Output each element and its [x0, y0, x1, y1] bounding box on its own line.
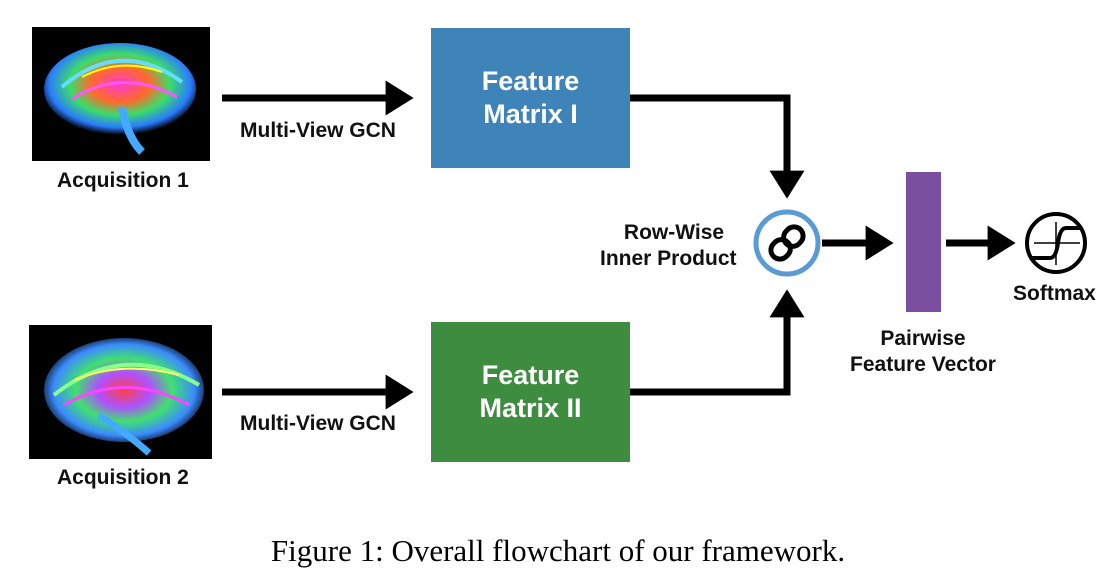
feature-matrix-2-line2: Matrix II: [479, 393, 582, 423]
brain-image-acquisition-1: [32, 27, 210, 161]
inner-product-label-line2: Inner Product: [600, 247, 737, 270]
arrow-fm2-to-product: [630, 289, 805, 396]
pairwise-label-line2: Feature Vector: [850, 353, 996, 376]
brain-image-acquisition-2: [29, 325, 212, 459]
feature-matrix-1-box: Feature Matrix I: [431, 28, 630, 168]
softmax-label: Softmax: [1013, 282, 1096, 305]
feature-matrix-1-line2: Matrix I: [483, 99, 578, 129]
link-icon: [768, 224, 806, 262]
gcn-label-bottom: Multi-View GCN: [240, 412, 396, 435]
gcn-label-top: Multi-View GCN: [240, 119, 396, 142]
figure-caption: Figure 1: Overall flowchart of our frame…: [270, 533, 846, 568]
acquisition-1-label: Acquisition 1: [57, 169, 189, 192]
acquisition-2-label: Acquisition 2: [57, 466, 189, 489]
pairwise-label-line1: Pairwise: [880, 327, 966, 350]
pairwise-feature-vector-bar: [906, 172, 941, 312]
arrow-fm1-to-product: [630, 94, 805, 199]
inner-product-label-line1: Row-Wise: [623, 221, 725, 244]
feature-matrix-2-line1: Feature: [481, 360, 580, 390]
feature-matrix-1-line1: Feature: [481, 66, 580, 96]
feature-matrix-2-box: Feature Matrix II: [431, 322, 630, 462]
